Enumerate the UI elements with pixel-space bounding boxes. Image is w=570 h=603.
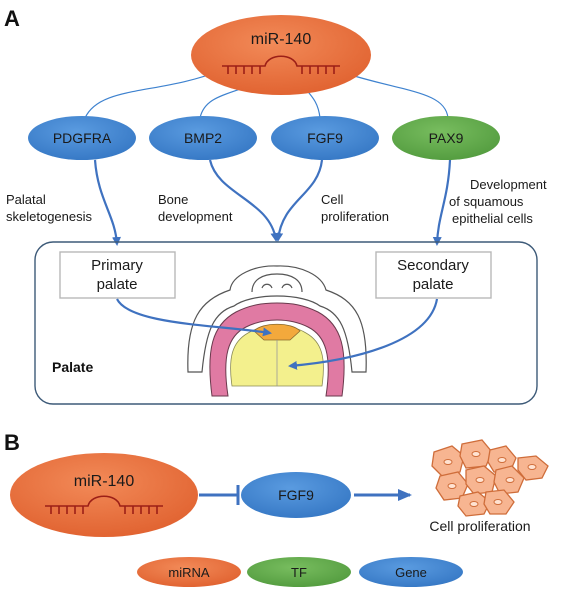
gene-label-pdgfra: PDGFRA (53, 130, 112, 146)
panel-b-letter: B (4, 430, 20, 455)
palate-illustration (187, 265, 367, 397)
legend-gene: Gene (359, 557, 463, 587)
primary-palate-line2: palate (97, 276, 138, 293)
legend-tf: TF (247, 557, 351, 587)
gene-node-bmp2: BMP2 (149, 116, 257, 160)
tf-label-pax9: PAX9 (429, 130, 464, 146)
mirna-node-a: miR-140 (191, 15, 371, 95)
palate-container (34, 241, 538, 405)
annot-bone-line1: Bone (158, 192, 188, 207)
cell-cluster-icon (431, 439, 549, 517)
mirna-hairpin-icon-b (45, 495, 163, 514)
annot-cell-line2: proliferation (321, 209, 389, 224)
secondary-palate-box: Secondary palate (375, 251, 492, 299)
tf-node-pax9: PAX9 (392, 116, 500, 160)
arrow-primary-to-region (116, 298, 272, 337)
gene-label-bmp2: BMP2 (184, 130, 222, 146)
palate-label: Palate (52, 359, 93, 375)
annot-dev-line2: of squamous (449, 194, 524, 209)
cell-proliferation-label: Cell proliferation (429, 518, 530, 534)
annot-bone-line2: development (158, 209, 233, 224)
legend-tf-label: TF (291, 565, 307, 580)
gene-effect-arrows (93, 159, 452, 246)
legend-mirna-label: miRNA (168, 565, 209, 580)
mirna-node-b: miR-140 (10, 453, 198, 537)
legend-gene-label: Gene (395, 565, 427, 580)
secondary-palate-line2: palate (413, 276, 454, 293)
cell-nuclei (443, 451, 537, 507)
arrow-secondary-to-region (288, 298, 439, 370)
gene-label-fgf9-b: FGF9 (278, 487, 314, 503)
annot-palatal-line2: skeletogenesis (6, 209, 92, 224)
annot-palatal-line1: Palatal (6, 192, 46, 207)
gene-node-fgf9-b: FGF9 (241, 472, 351, 518)
mirna-label-a: miR-140 (251, 31, 312, 48)
primary-palate-box: Primary palate (59, 251, 176, 299)
legend-mirna: miRNA (137, 557, 241, 587)
gene-node-pdgfra: PDGFRA (28, 116, 136, 160)
gene-label-fgf9: FGF9 (307, 130, 343, 146)
secondary-palate-line1: Secondary (397, 257, 469, 274)
legend: miRNA TF Gene (137, 557, 463, 587)
mirna-label-b: miR-140 (74, 473, 135, 490)
panel-a-letter: A (4, 6, 20, 31)
annot-cell-line1: Cell (321, 192, 344, 207)
primary-palate-line1: Primary (91, 257, 143, 274)
mirna-hairpin-icon (222, 55, 340, 74)
annot-dev-line1: Development (470, 177, 547, 192)
inhibition-connector (199, 485, 240, 505)
gene-node-fgf9: FGF9 (271, 116, 379, 160)
annot-dev-line3: epithelial cells (452, 211, 533, 226)
